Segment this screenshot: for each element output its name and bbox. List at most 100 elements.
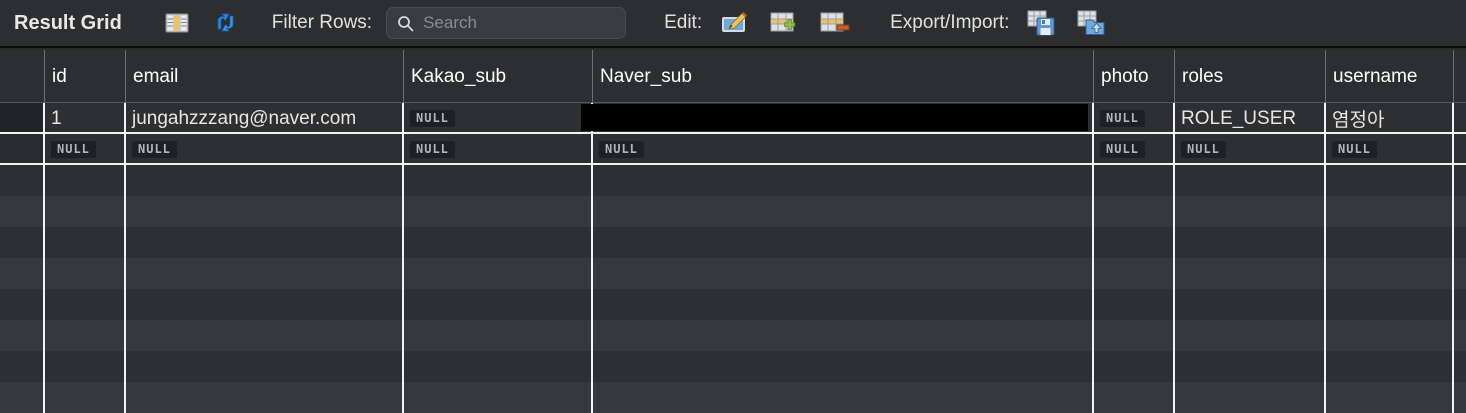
cell-id[interactable]: NULL <box>44 134 125 165</box>
row-header-cell[interactable] <box>0 382 44 413</box>
grid-vline <box>402 134 404 165</box>
result-grid-title: Result Grid <box>14 11 122 34</box>
grid-vline <box>124 258 126 289</box>
grid-vline <box>1092 289 1094 320</box>
edit-row-icon[interactable] <box>718 6 752 40</box>
delete-row-icon[interactable] <box>818 6 852 40</box>
grid-vline <box>1324 165 1326 196</box>
grid-vline <box>1092 382 1094 413</box>
cell-value: 1 <box>51 107 62 129</box>
search-icon <box>398 15 414 31</box>
cell-photo[interactable]: NULL <box>1093 134 1174 165</box>
grid-vline <box>1173 134 1175 165</box>
cell-username[interactable]: 염정아 <box>1325 103 1453 134</box>
empty-row[interactable] <box>0 196 1466 227</box>
import-recordset-icon[interactable] <box>1075 6 1109 40</box>
export-import-label: Export/Import: <box>890 12 1010 33</box>
columns-icon[interactable] <box>160 6 194 40</box>
grid-vline <box>1173 258 1175 289</box>
grid-vline <box>1092 196 1094 227</box>
null-badge: NULL <box>1100 110 1145 127</box>
cell-id[interactable]: 1 <box>44 103 125 134</box>
grid-vline <box>124 103 126 134</box>
refresh-icon[interactable] <box>210 6 244 40</box>
empty-row[interactable] <box>0 258 1466 289</box>
cell-kakao_sub[interactable]: NULL <box>403 103 592 134</box>
columns-icon-svg <box>165 13 189 33</box>
cell-roles[interactable]: ROLE_USER <box>1174 103 1325 134</box>
cell-photo[interactable]: NULL <box>1093 103 1174 134</box>
column-header-extra[interactable] <box>1453 50 1466 103</box>
cell-roles[interactable]: NULL <box>1174 134 1325 165</box>
row-header-cell[interactable] <box>0 103 44 134</box>
cell-kakao_sub[interactable]: NULL <box>403 134 592 165</box>
row-header-cell[interactable] <box>0 320 44 351</box>
null-badge: NULL <box>599 141 644 158</box>
empty-row[interactable] <box>0 289 1466 320</box>
cell-value: ROLE_USER <box>1181 107 1297 129</box>
grid-vline <box>402 351 404 382</box>
grid-vline <box>43 103 45 134</box>
grid-vline <box>1173 289 1175 320</box>
grid-vline <box>1092 103 1094 134</box>
grid-vline <box>124 134 126 165</box>
export-recordset-icon[interactable] <box>1025 6 1059 40</box>
column-header-email[interactable]: email <box>125 50 403 103</box>
empty-row[interactable] <box>0 227 1466 258</box>
grid-vline <box>1092 320 1094 351</box>
edit-row-icon-svg <box>722 12 748 32</box>
row-header-cell[interactable] <box>0 196 44 227</box>
null-badge: NULL <box>410 110 455 127</box>
cell-naver_sub[interactable]: NULL <box>592 134 1093 165</box>
empty-row[interactable] <box>0 320 1466 351</box>
search-input[interactable] <box>423 13 614 33</box>
grid-vline <box>591 196 593 227</box>
column-header-naver_sub[interactable]: Naver_sub <box>592 50 1093 103</box>
grid-vline <box>591 227 593 258</box>
grid-vline <box>591 320 593 351</box>
grid-vline <box>402 165 404 196</box>
result-grid-toolbar: Result Grid Filter Rows: <box>0 0 1466 48</box>
grid-vline <box>1173 196 1175 227</box>
column-header-id[interactable]: id <box>44 50 125 103</box>
grid-vline <box>1324 103 1326 134</box>
grid-vline <box>1173 165 1175 196</box>
grid-vline <box>402 258 404 289</box>
grid-vline <box>1092 227 1094 258</box>
cell-username[interactable]: NULL <box>1325 134 1453 165</box>
grid-vline <box>402 103 404 134</box>
grid-vline <box>1173 227 1175 258</box>
grid-vline <box>1452 165 1454 196</box>
grid-vline <box>43 351 45 382</box>
edit-label: Edit: <box>664 12 703 33</box>
grid-vline <box>402 227 404 258</box>
column-header-username[interactable]: username <box>1325 50 1453 103</box>
row-header-cell[interactable] <box>0 258 44 289</box>
empty-row[interactable] <box>0 351 1466 382</box>
grid-vline <box>1324 382 1326 413</box>
null-badge: NULL <box>51 141 96 158</box>
insert-row-icon[interactable] <box>768 6 802 40</box>
row-header-cell[interactable] <box>0 134 44 165</box>
grid-vline <box>402 320 404 351</box>
cell-email[interactable]: NULL <box>125 134 403 165</box>
grid-vline <box>43 382 45 413</box>
null-badge: NULL <box>410 141 455 158</box>
grid-vline <box>591 351 593 382</box>
cell-value: jungahzzzang@naver.com <box>132 107 357 129</box>
column-header-photo[interactable]: photo <box>1093 50 1174 103</box>
grid-vline <box>591 165 593 196</box>
filter-search-box[interactable] <box>386 7 627 39</box>
grid-vline <box>124 289 126 320</box>
column-header-roles[interactable]: roles <box>1174 50 1325 103</box>
empty-row[interactable] <box>0 165 1466 196</box>
grid-vline <box>124 382 126 413</box>
column-header-kakao_sub[interactable]: Kakao_sub <box>403 50 592 103</box>
redacted-value-overlay <box>581 104 1088 131</box>
empty-row[interactable] <box>0 382 1466 413</box>
cell-email[interactable]: jungahzzzang@naver.com <box>125 103 403 134</box>
grid-vline <box>43 134 45 165</box>
grid-vline <box>1173 382 1175 413</box>
